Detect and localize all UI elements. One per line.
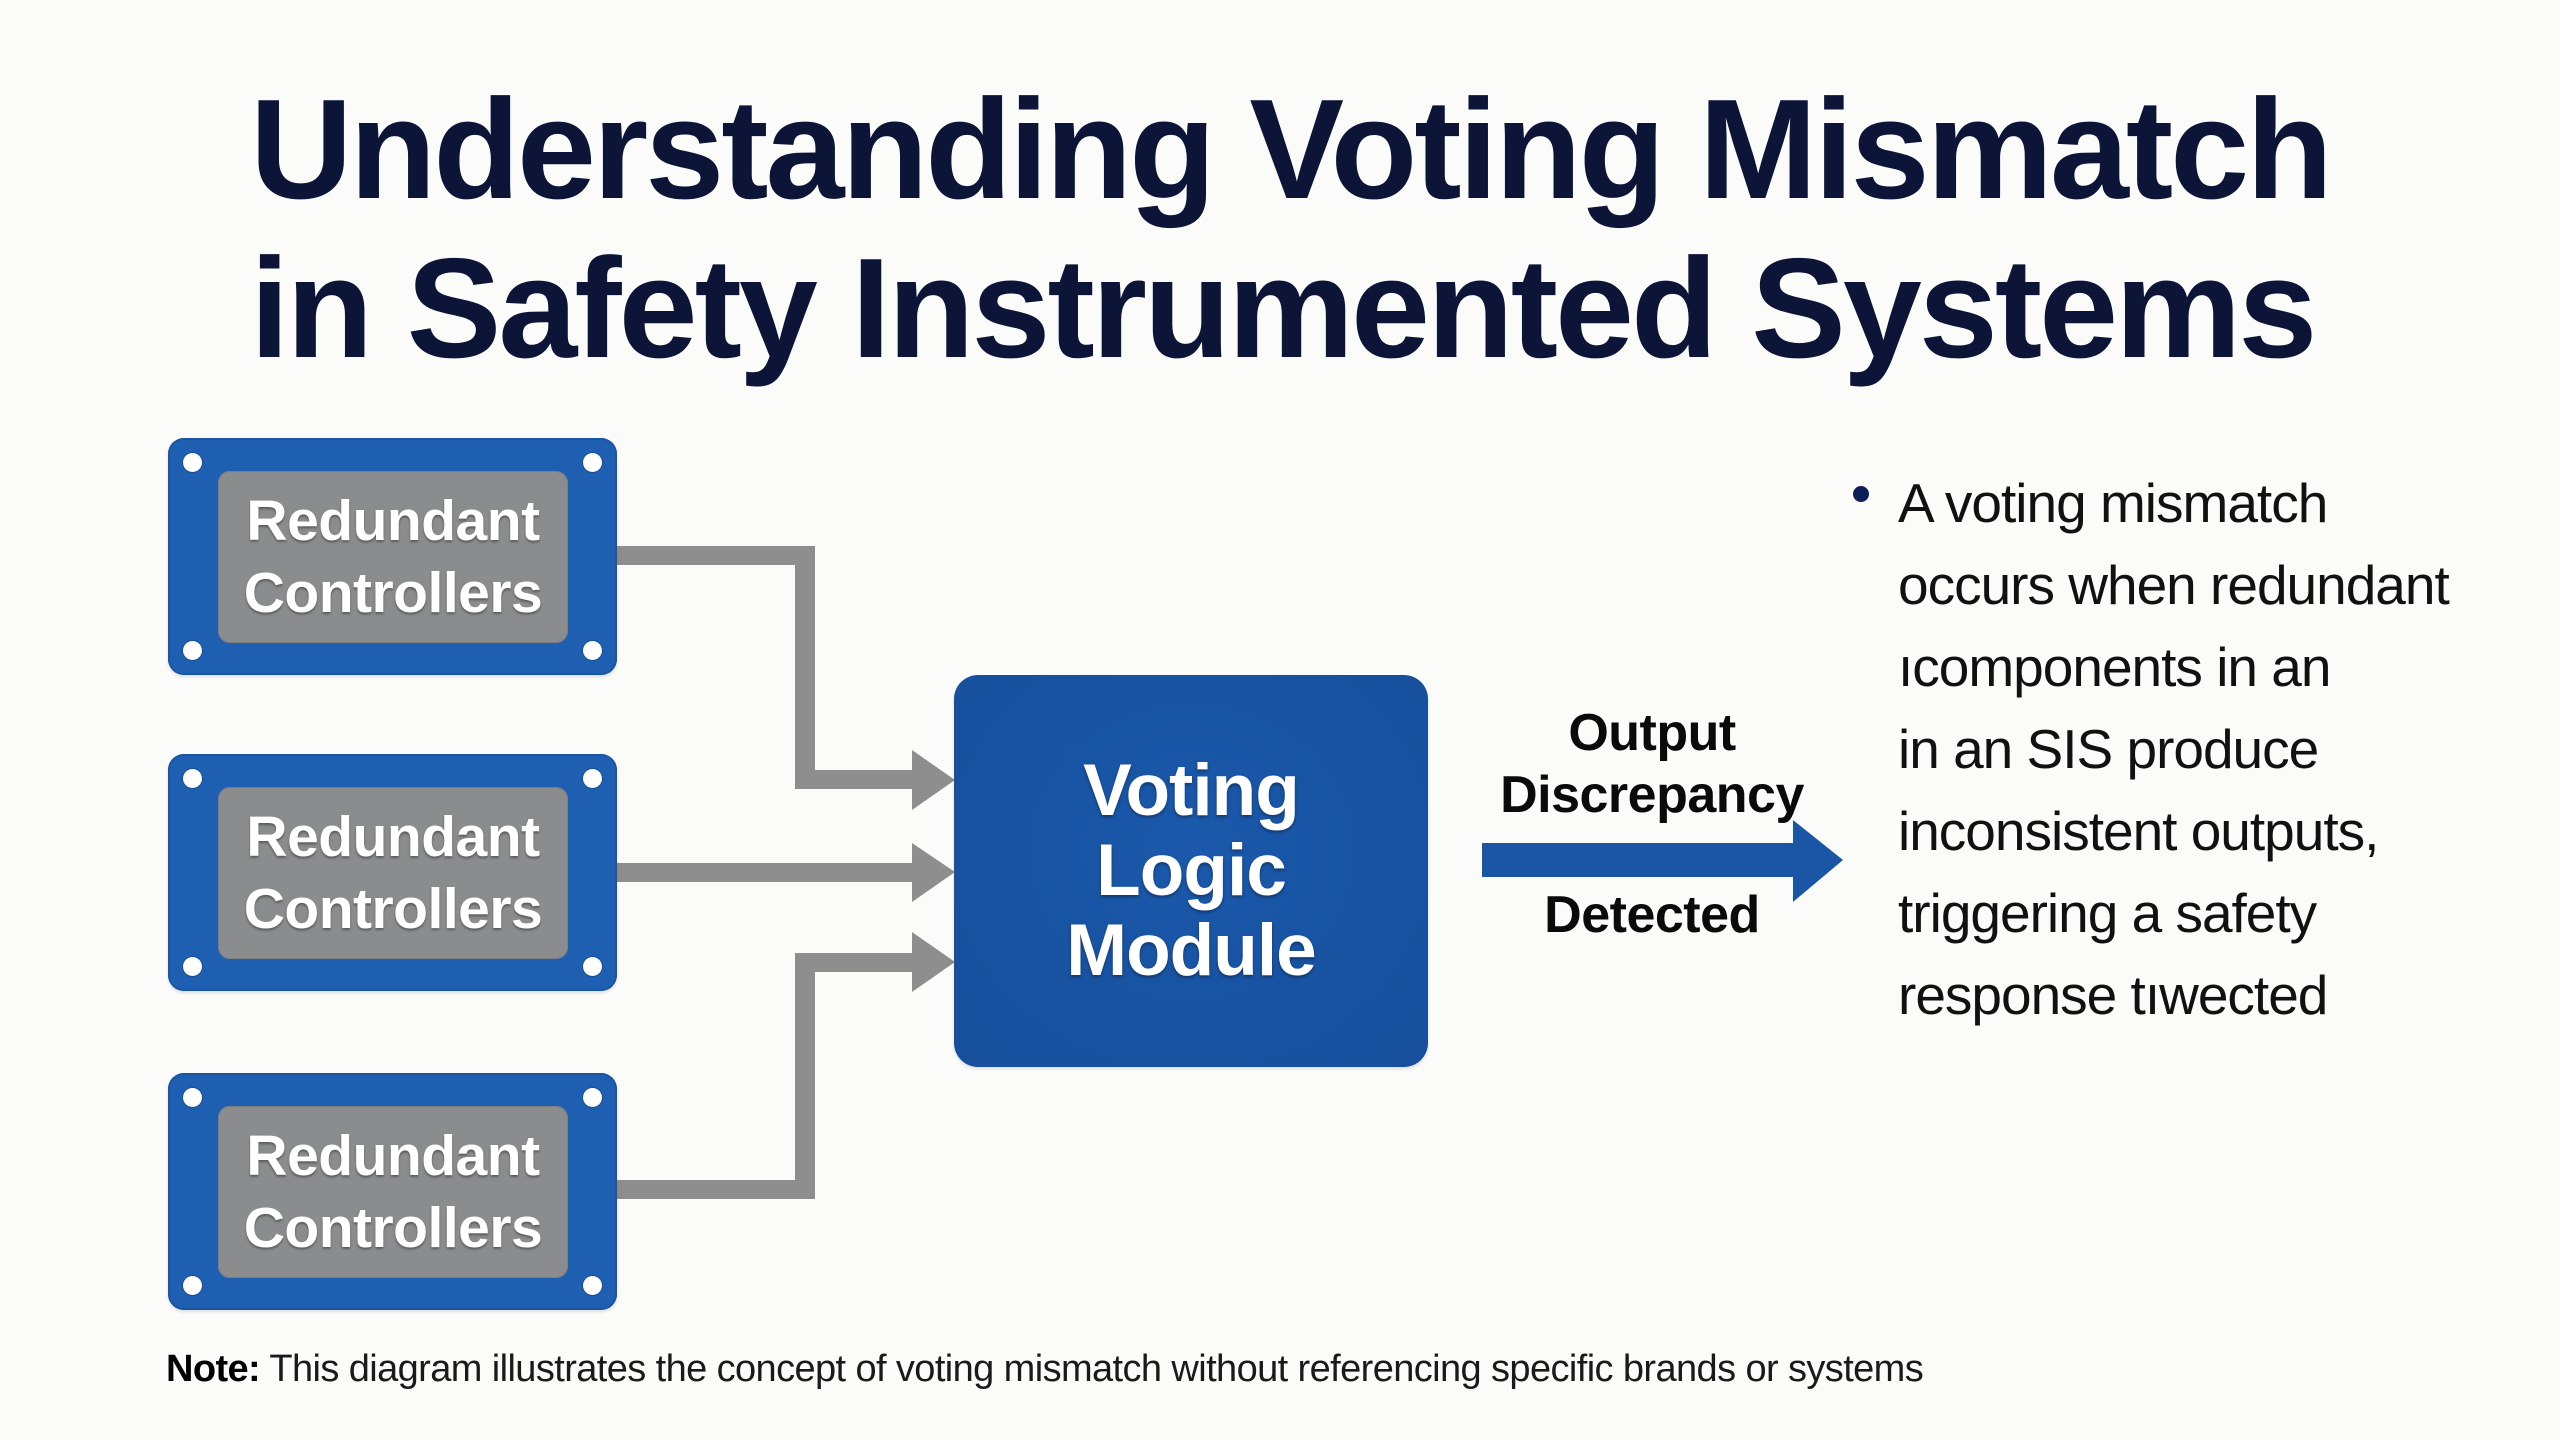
description-text: A voting mismatch occurs when redundant …: [1898, 462, 2450, 1036]
screw-icon: [183, 957, 202, 976]
connector-top: [617, 546, 955, 810]
controller-label-line-2: Controllers: [243, 561, 543, 625]
screw-icon: [583, 1276, 602, 1295]
controller-box-3: Redundant Controllers: [168, 1073, 617, 1310]
screw-icon: [183, 1276, 202, 1295]
controller-box-1: Redundant Controllers: [168, 438, 617, 675]
screw-icon: [183, 1088, 202, 1107]
voting-module-line-3: Module: [1066, 910, 1316, 991]
controller-box-2: Redundant Controllers: [168, 754, 617, 991]
description-line: triggering a safety: [1898, 882, 2317, 944]
arrow-label-line-1: Output: [1568, 704, 1736, 762]
footnote: Note: This diagram illustrates the conce…: [166, 1348, 1924, 1391]
screw-icon: [583, 1088, 602, 1107]
output-discrepancy-label: Output Discrepancy: [1470, 702, 1834, 826]
page-title: Understanding Voting Mismatch in Safety …: [250, 70, 2333, 388]
controller-label-line-1: Redundant: [246, 489, 540, 553]
description-line: inconsistent outputs,: [1898, 800, 2379, 862]
controller-label-line-2: Controllers: [243, 877, 543, 941]
screw-icon: [183, 769, 202, 788]
screw-icon: [583, 453, 602, 472]
voting-module-line-2: Logic: [1096, 830, 1287, 911]
bullet-icon: [1853, 486, 1869, 502]
detected-label: Detected: [1470, 884, 1834, 946]
arrow-label-detected: Detected: [1544, 886, 1760, 944]
description-line: in an SIS produce: [1898, 718, 2319, 780]
screw-icon: [183, 453, 202, 472]
description-line: response tıwected: [1898, 964, 2328, 1026]
description-line: ıcomponents in an: [1898, 636, 2331, 698]
connector-bottom: [617, 932, 955, 1199]
controller-label-panel: Redundant Controllers: [218, 471, 568, 643]
screw-icon: [583, 769, 602, 788]
controller-label-line-1: Redundant: [246, 805, 540, 869]
controller-label-line-1: Redundant: [246, 1124, 540, 1188]
footnote-text: This diagram illustrates the concept of …: [260, 1348, 1924, 1390]
description-line: A voting mismatch: [1898, 472, 2328, 534]
footnote-label: Note:: [166, 1348, 261, 1390]
title-line-1: Understanding Voting Mismatch: [250, 70, 2333, 229]
connector-middle: [617, 843, 955, 902]
voting-logic-module: Voting Logic Module: [954, 675, 1428, 1067]
controller-label-line-2: Controllers: [243, 1196, 543, 1260]
screw-icon: [583, 641, 602, 660]
screw-icon: [183, 641, 202, 660]
arrow-label-line-2: Discrepancy: [1500, 766, 1804, 824]
controller-label-panel: Redundant Controllers: [218, 1106, 568, 1278]
screw-icon: [583, 957, 602, 976]
controller-label-panel: Redundant Controllers: [218, 787, 568, 959]
description-line: occurs when redundant: [1898, 554, 2450, 616]
voting-module-line-1: Voting: [1083, 750, 1300, 831]
title-line-2: in Safety Instrumented Systems: [250, 229, 2317, 388]
